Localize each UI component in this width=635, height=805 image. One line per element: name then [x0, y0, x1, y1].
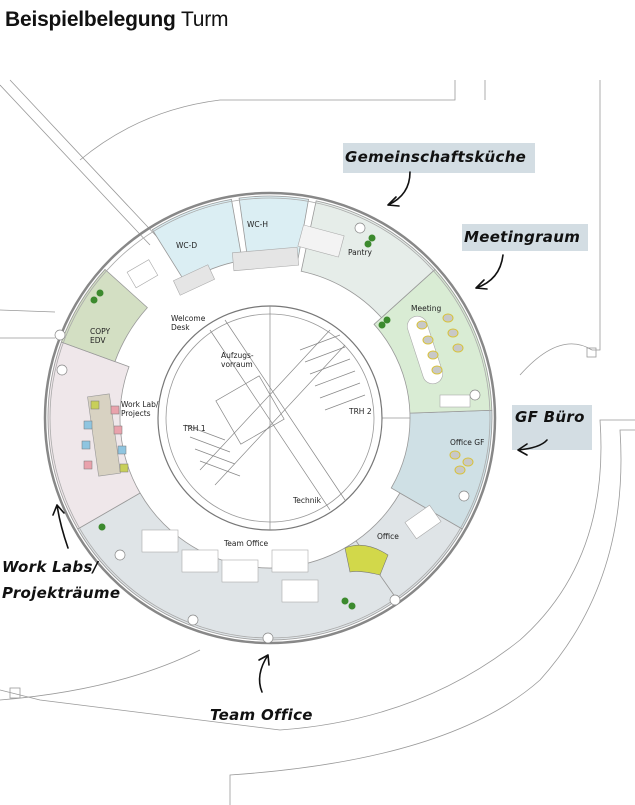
column: [262, 632, 274, 644]
outer-facade: [43, 191, 497, 645]
column: [54, 329, 66, 341]
furniture: [54, 222, 481, 644]
label-meeting: Meeting: [411, 304, 441, 313]
label-vorraum: vorraum: [221, 360, 253, 369]
label-wc-h: WC-H: [247, 220, 268, 229]
arrow-icon: [475, 254, 504, 290]
plant-icon: [98, 523, 106, 531]
label-desk: Desk: [171, 323, 190, 332]
label-work-lab-1: Work Lab/: [121, 400, 159, 409]
callout-box-gf: [512, 405, 592, 450]
label-welcome: Welcome: [171, 314, 206, 323]
callout-box-kueche: [343, 143, 535, 173]
callouts: Gemeinschaftsküche Meetingraum GF Büro W…: [2, 143, 592, 724]
wc-block: [173, 264, 215, 296]
label-office-gf: Office GF: [450, 438, 484, 447]
desk: [141, 529, 179, 553]
column: [458, 490, 470, 502]
column: [114, 549, 126, 561]
chair: [416, 320, 428, 330]
title-rest: Turm: [180, 8, 229, 31]
callout-work-labs-1: Work Labs/: [2, 558, 100, 576]
wc-block: [232, 246, 299, 272]
label-office: Office: [377, 532, 399, 541]
column: [354, 222, 366, 234]
pantry-counter: [297, 224, 345, 258]
callout-work-labs-2: Projekträume: [2, 584, 120, 602]
chair: [431, 365, 443, 375]
label-wc-d: WC-D: [176, 241, 197, 250]
arrow-icons: [52, 171, 548, 693]
plant-icon: [368, 234, 376, 242]
chair: [452, 343, 464, 353]
chair: [447, 328, 459, 338]
plant-icon: [364, 240, 372, 248]
plant-icon: [90, 296, 98, 304]
callout-meetingraum: Meetingraum: [464, 228, 580, 246]
plant-icon: [96, 289, 104, 297]
chair: [113, 425, 123, 435]
desk: [404, 504, 442, 540]
chair: [117, 445, 127, 455]
chair: [110, 405, 120, 415]
room-pantry: [300, 200, 436, 319]
label-team-office: Team Office: [223, 539, 268, 548]
title-bold: Beispielbelegung: [5, 8, 176, 31]
column: [389, 594, 401, 606]
chair: [462, 457, 474, 467]
welcome-desk: [126, 259, 159, 289]
room-labels: WC-D WC-H Pantry Meeting Office GF Offic…: [90, 220, 484, 548]
column: [56, 364, 68, 376]
callout-box-meeting: [462, 224, 588, 251]
chair: [81, 440, 91, 450]
chair: [83, 420, 93, 430]
label-trh2: TRH 2: [348, 407, 372, 416]
chair: [90, 400, 100, 410]
arrow-icon: [258, 654, 270, 693]
chair: [119, 463, 129, 473]
plant-icon: [341, 597, 349, 605]
arrow-icon: [517, 439, 548, 456]
column: [469, 389, 481, 401]
label-aufzug: Aufzugs-: [221, 351, 254, 360]
lounge-sofa: [344, 544, 389, 576]
plant-icon: [348, 602, 356, 610]
callout-gf-buero: GF Büro: [515, 408, 585, 426]
desk: [221, 559, 259, 583]
label-trh1: TRH 1: [182, 424, 206, 433]
arrow-icon: [52, 504, 69, 549]
chair: [83, 460, 93, 470]
chair: [422, 335, 434, 345]
plant-icon: [383, 316, 391, 324]
desk: [439, 394, 471, 408]
desk: [271, 549, 309, 573]
column: [187, 614, 199, 626]
site-outline: [0, 79, 635, 805]
label-work-lab-2: Projects: [121, 409, 151, 418]
stairs: [184, 306, 366, 530]
arrow-icon: [387, 171, 411, 207]
plant-icon: [378, 321, 386, 329]
desk: [181, 549, 219, 573]
callout-team-office: Team Office: [210, 706, 313, 724]
chair: [442, 313, 454, 323]
callout-kueche: Gemeinschaftsküche: [345, 148, 526, 166]
chair: [454, 465, 466, 475]
chair: [449, 450, 461, 460]
page-title: Beispielbelegung Turm: [5, 8, 229, 32]
desk: [281, 579, 319, 603]
label-technik: Technik: [292, 496, 322, 505]
label-pantry: Pantry: [348, 248, 373, 257]
label-copy: COPY: [90, 327, 110, 336]
room-copy-edv: [60, 268, 148, 363]
chair: [427, 350, 439, 360]
label-edv: EDV: [90, 336, 106, 345]
